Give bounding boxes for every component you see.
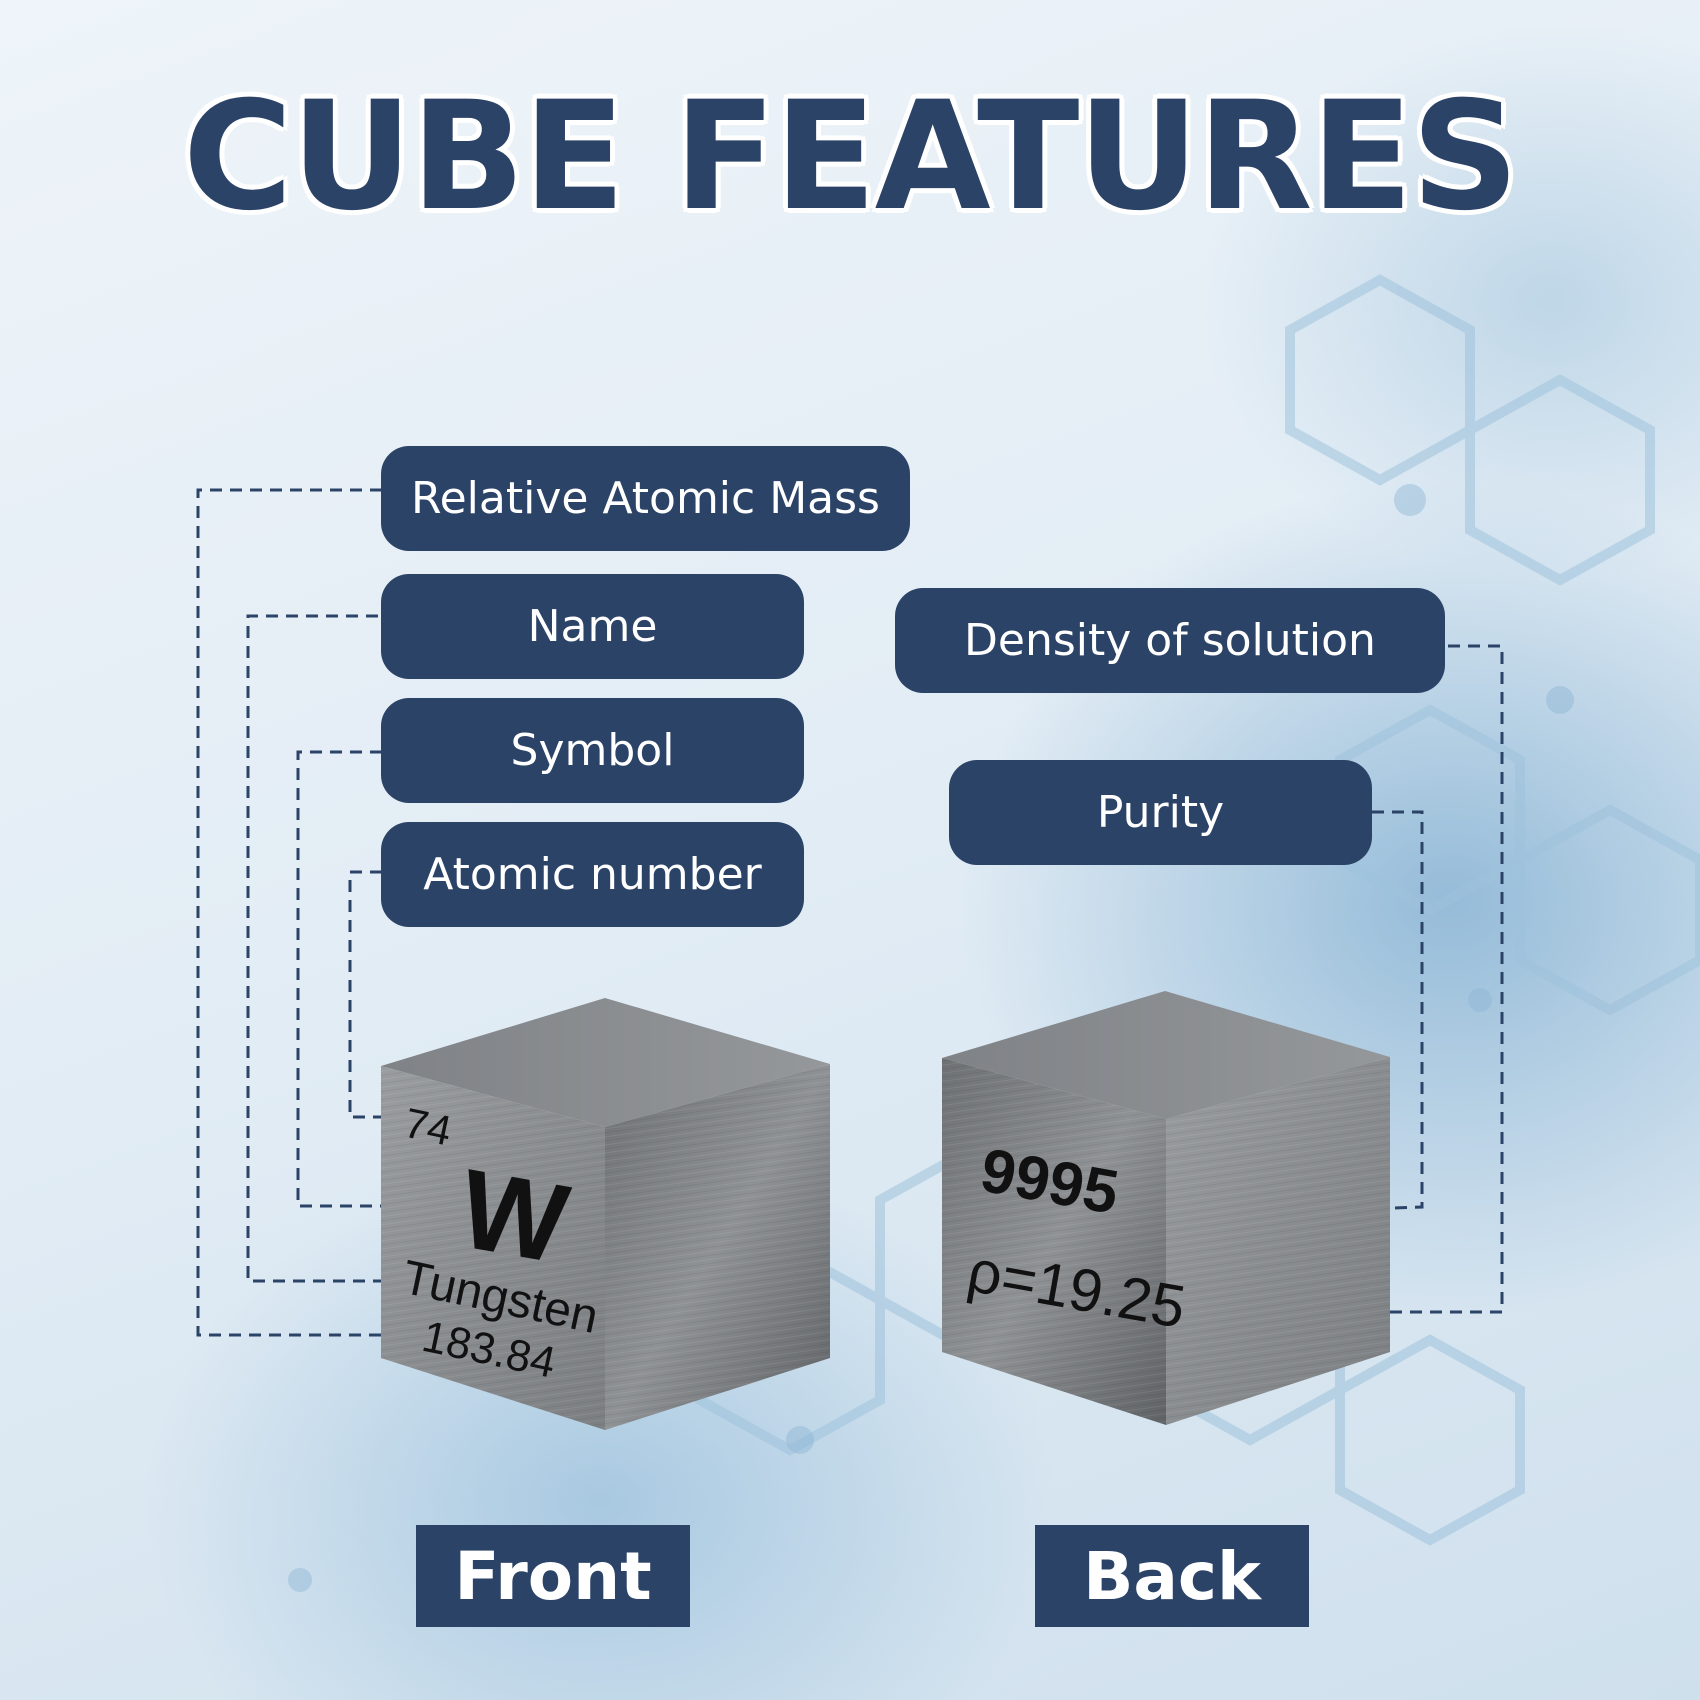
label-relative-atomic-mass-text: Relative Atomic Mass: [411, 473, 880, 524]
label-density-text: Density of solution: [964, 615, 1376, 666]
label-name-text: Name: [527, 601, 658, 652]
label-density: Density of solution: [895, 588, 1445, 693]
back-tag: Back: [1035, 1525, 1309, 1627]
connector-density: [1145, 644, 1504, 1314]
back-cube: 9995 ρ=19.25: [942, 991, 1390, 1425]
label-symbol-text: Symbol: [510, 725, 675, 776]
connector-atomic-number: [348, 870, 398, 1119]
connector-relative-atomic-mass: [196, 488, 425, 1337]
label-symbol: Symbol: [381, 698, 804, 803]
back-cube-top-face: [942, 991, 1390, 1119]
connector-name: [246, 614, 405, 1283]
label-relative-atomic-mass: Relative Atomic Mass: [381, 446, 910, 551]
front-cube-atomic-number: 74: [400, 1099, 455, 1155]
back-tag-text: Back: [1083, 1537, 1261, 1615]
front-cube-top-face: [381, 998, 830, 1127]
front-tag: Front: [416, 1525, 690, 1627]
front-cube-symbol: W: [451, 1146, 577, 1288]
label-purity-text: Purity: [1096, 787, 1225, 838]
front-cube: 74 W Tungsten 183.84: [381, 998, 830, 1430]
page-title: CUBE FEATURES: [182, 70, 1519, 244]
label-name: Name: [381, 574, 804, 679]
connector-symbol: [296, 750, 458, 1208]
label-atomic-number-text: Atomic number: [423, 849, 762, 900]
label-purity: Purity: [949, 760, 1372, 865]
label-atomic-number: Atomic number: [381, 822, 804, 927]
front-tag-text: Front: [454, 1537, 652, 1615]
